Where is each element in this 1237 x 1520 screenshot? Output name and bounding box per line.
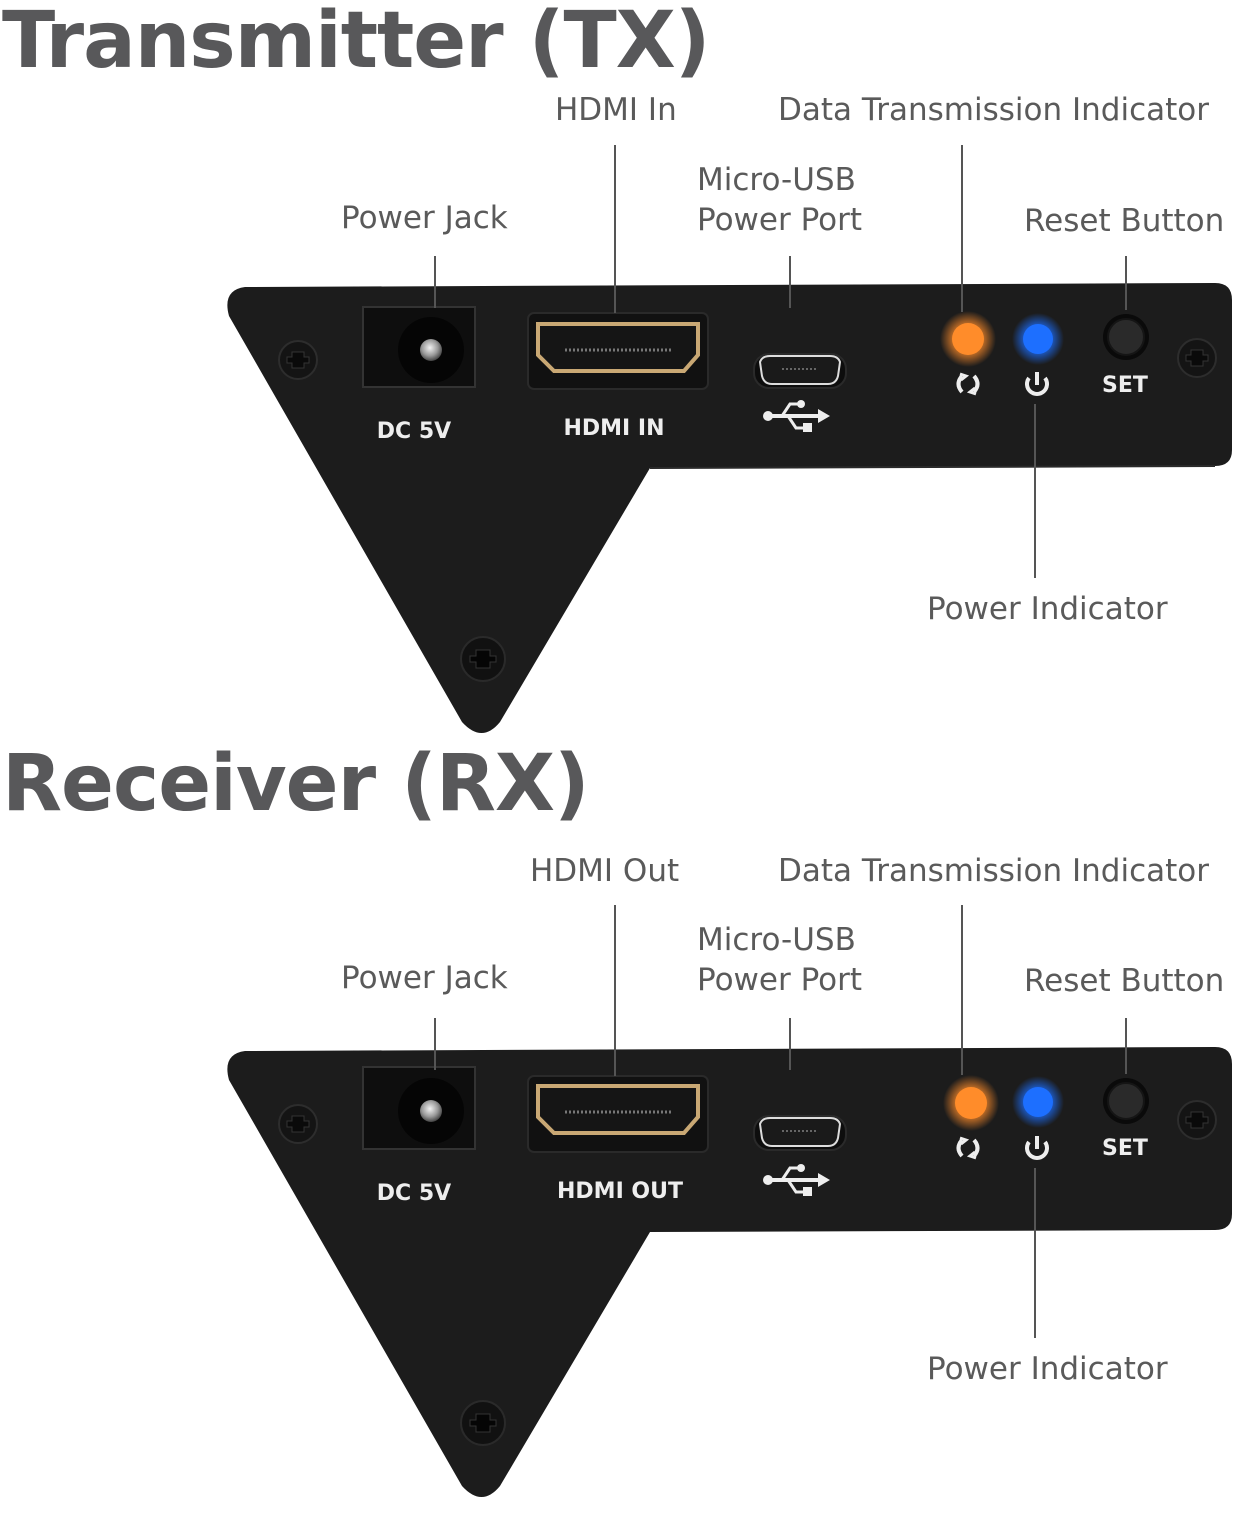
leader-micro-usb [789,256,791,308]
set-marking: SET [1102,1136,1148,1161]
power-icon [1025,372,1049,396]
callout-power-jack: Power Jack [341,960,508,996]
leader-data-indicator [961,145,963,312]
reset-button[interactable] [1107,1082,1145,1120]
receiver-heading: Receiver (RX) [2,739,590,829]
screw-icon [460,1400,506,1446]
leader-micro-usb [789,1018,791,1070]
usb-icon [763,1164,830,1196]
leader-hdmi [614,905,616,1076]
set-marking: SET [1102,373,1148,398]
transmitter-heading: Transmitter (TX) [2,0,710,86]
callout-reset-button: Reset Button [1024,203,1225,239]
callout-data-indicator: Data Transmission Indicator [778,853,1209,889]
sync-icon [956,372,980,396]
receiver-panel: DC 5V HDMI OUT [227,1047,1232,1497]
dc-marking: DC 5V [377,1181,451,1206]
callout-hdmi-out: HDMI Out [530,853,680,889]
callout-power-indicator: Power Indicator [927,591,1168,627]
leader-power-jack [434,1018,436,1070]
leader-reset-button [1125,256,1127,310]
power-led [1023,1087,1053,1117]
reset-button[interactable] [1107,318,1145,356]
callout-hdmi-in: HDMI In [555,92,677,128]
hdmi-port [527,312,709,390]
data-transmission-led [955,1087,987,1119]
leader-data-indicator [961,905,963,1075]
leader-hdmi [614,145,616,313]
hdmi-marking: HDMI IN [563,416,664,441]
callout-power-jack: Power Jack [341,200,508,236]
usb-icon [763,400,830,432]
transmitter-section: Transmitter (TX) HDMI In Data Transmissi… [2,0,1232,733]
leader-power-jack [434,256,436,308]
micro-usb-port [753,353,847,389]
hdmi-port [527,1075,709,1153]
dc-power-jack [362,306,476,388]
hdmi-marking: HDMI OUT [557,1179,683,1204]
callout-micro-usb-line2: Power Port [697,202,863,238]
power-led [1023,324,1053,354]
panel-body [227,283,1232,733]
dc-marking: DC 5V [377,419,451,444]
power-icon [1025,1136,1049,1160]
callout-data-indicator: Data Transmission Indicator [778,92,1209,128]
transmitter-panel: DC 5V HDMI IN [227,283,1232,733]
leader-power-indicator [1034,1168,1036,1338]
dc-power-jack [362,1066,476,1150]
data-transmission-led [952,323,984,355]
leader-reset-button [1125,1018,1127,1074]
screw-icon [1177,338,1217,378]
screw-icon [278,340,318,380]
screw-icon [460,636,506,682]
leader-power-indicator [1034,404,1036,578]
callout-reset-button: Reset Button [1024,963,1225,999]
screw-icon [1177,1100,1217,1140]
callout-micro-usb-line2: Power Port [697,962,863,998]
receiver-section: Receiver (RX) HDMI Out Data Transmission… [0,745,1237,1520]
sync-icon [956,1136,980,1160]
callout-micro-usb-line1: Micro-USB [697,922,856,958]
panel-body [227,1047,1232,1497]
screw-icon [278,1104,318,1144]
micro-usb-port [753,1115,847,1151]
callout-power-indicator: Power Indicator [927,1351,1168,1387]
callout-micro-usb-line1: Micro-USB [697,162,856,198]
